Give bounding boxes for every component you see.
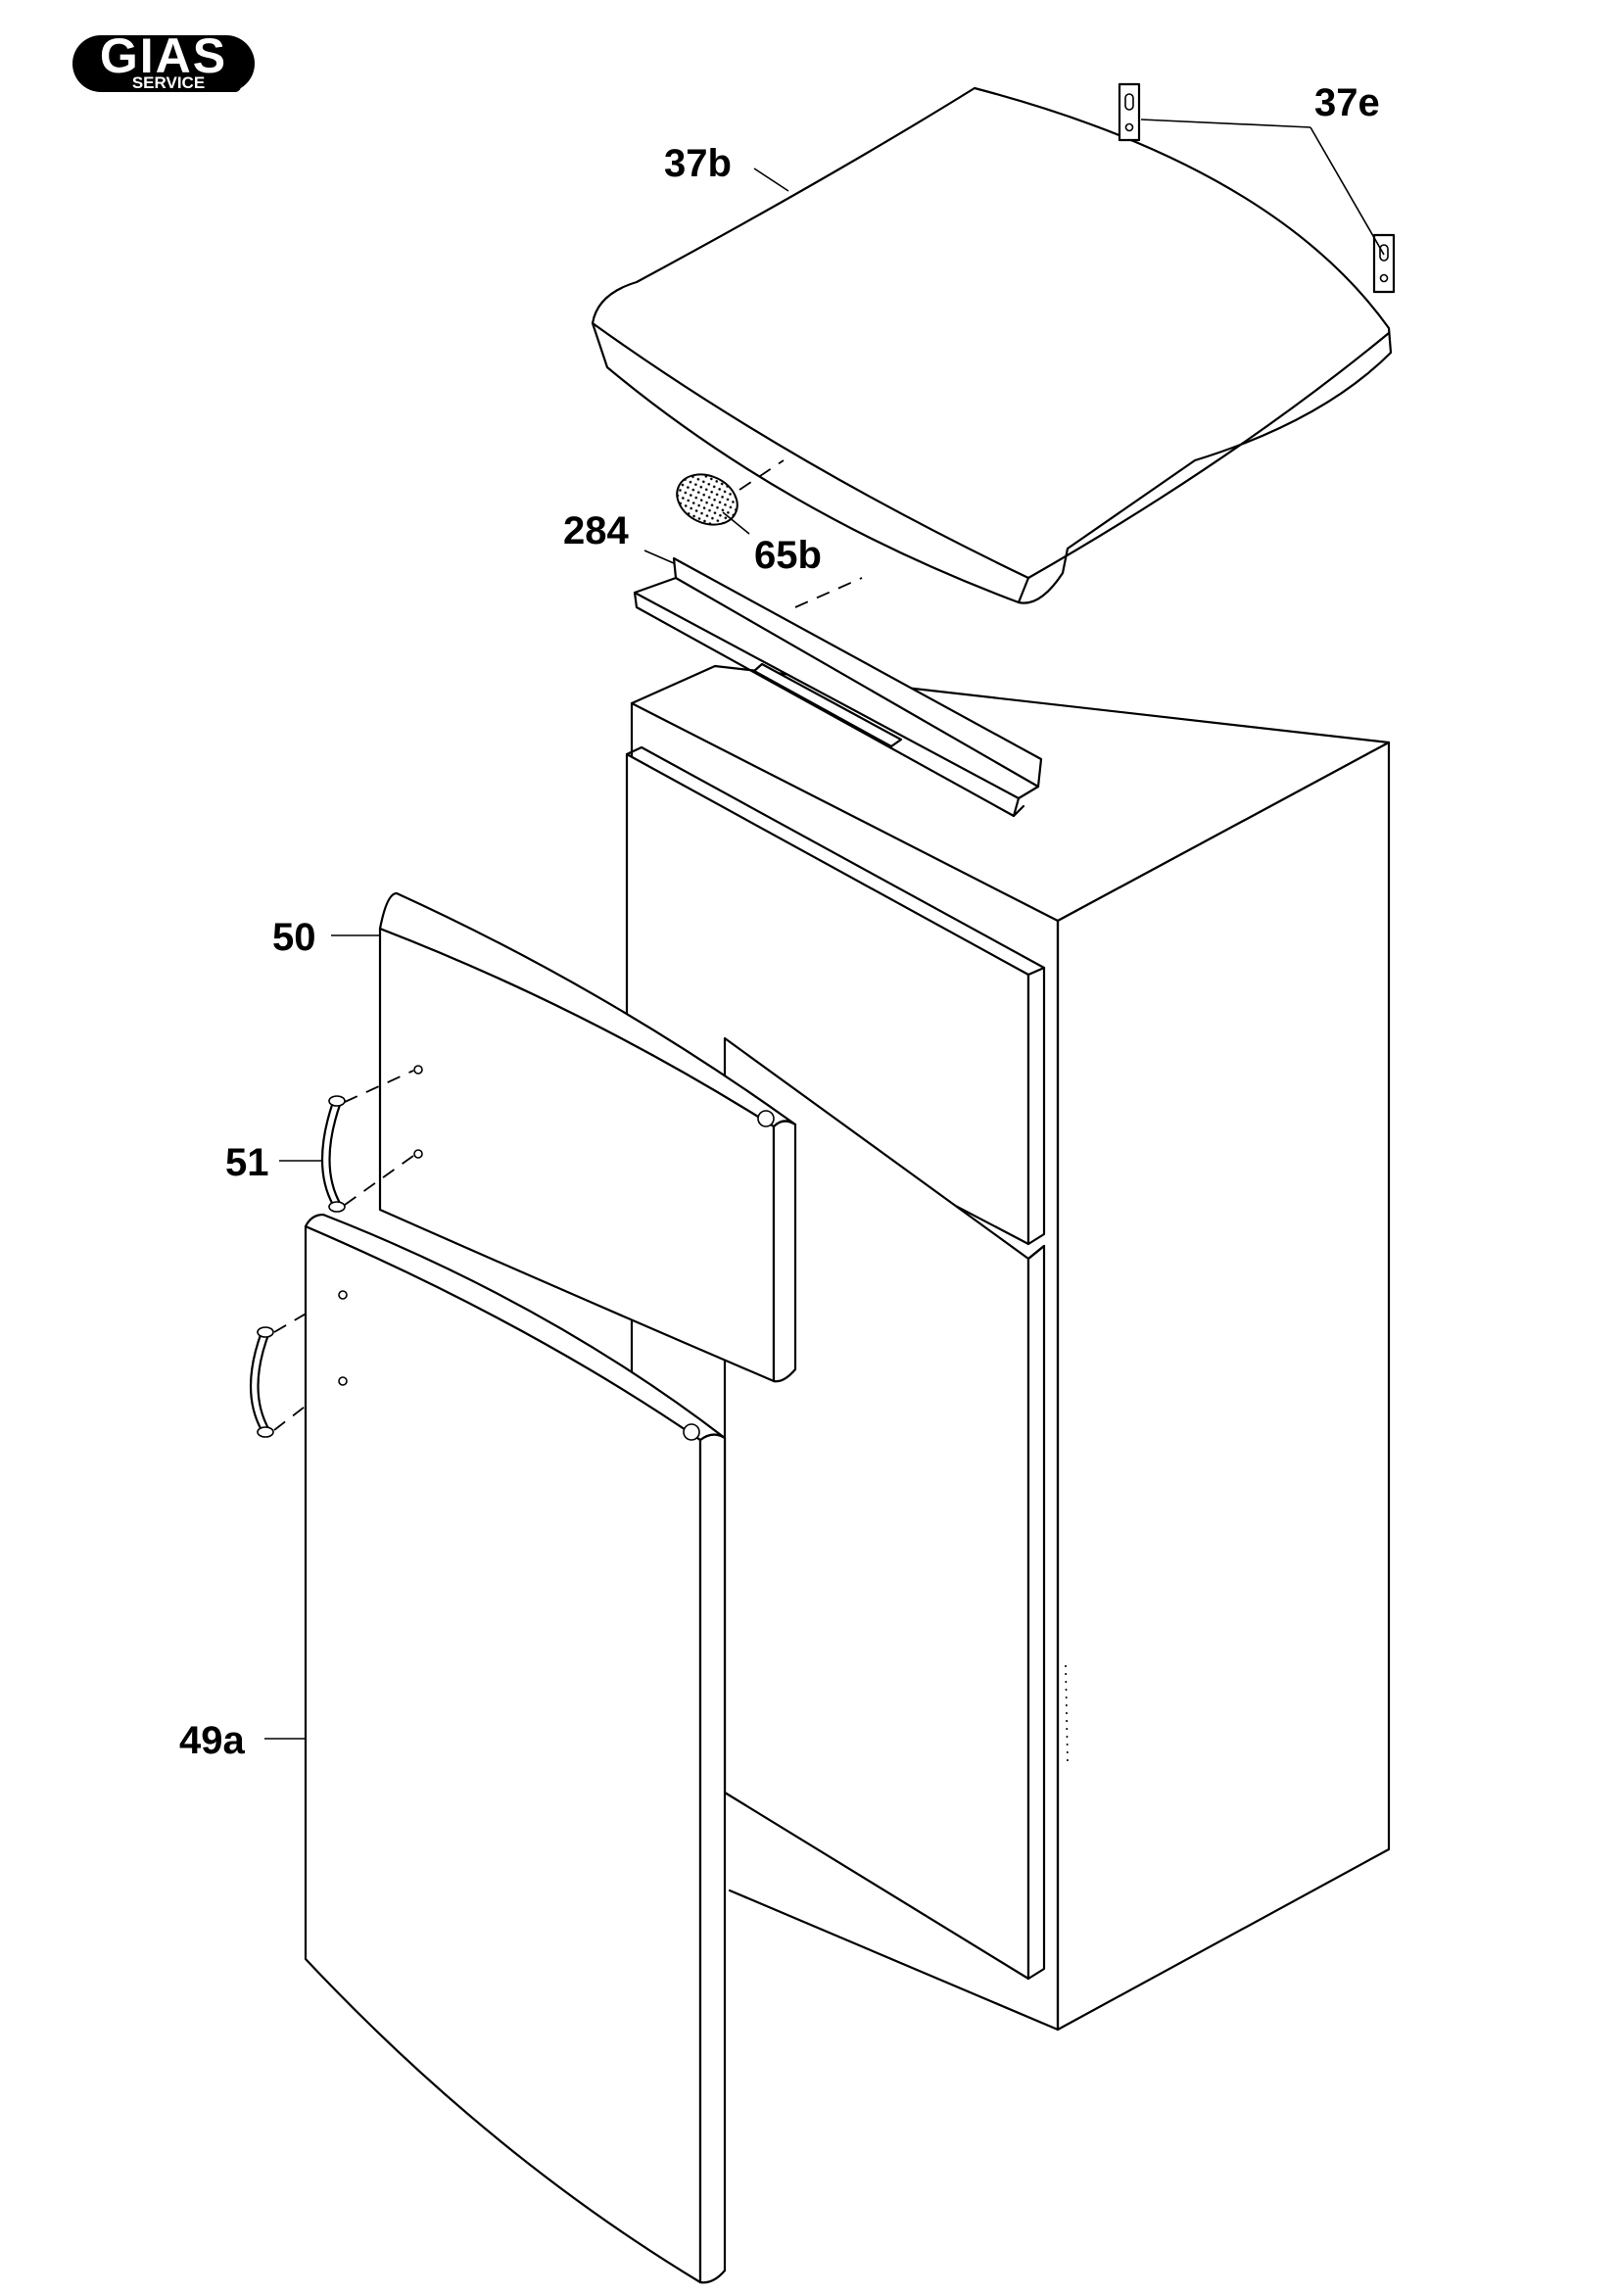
callout-labels: 37b 37e 284 65b 50 51 49a [179,81,1380,1762]
leader-lines [264,119,1385,1740]
callout-51: 51 [225,1141,269,1184]
gias-logo: GIAS SERVICE [72,28,255,92]
part-49a-fridge-door [304,1213,727,2284]
bracket-lower [1372,233,1396,294]
callout-284: 284 [563,509,629,552]
part-37b-top-cover [591,86,1393,604]
logo-subtitle: SERVICE [132,73,205,92]
callout-50: 50 [272,916,316,959]
cabinet-freezer-door [625,745,1046,1246]
part-51-handle [320,1070,414,1213]
cabinet-fridge-door [723,1036,1046,1981]
part-37e-brackets [1118,82,1396,294]
assembly-guide-lines [738,459,863,608]
logo-wordmark: GIAS [100,28,227,83]
callout-37b: 37b [664,142,732,185]
bracket-upper [1118,82,1141,142]
part-65b-filter [676,473,738,526]
part-50-freezer-door [378,891,797,1383]
callout-65b: 65b [754,534,822,577]
part-284-channel [633,556,1043,818]
callout-49a: 49a [179,1719,245,1762]
callout-37e: 37e [1314,81,1380,124]
